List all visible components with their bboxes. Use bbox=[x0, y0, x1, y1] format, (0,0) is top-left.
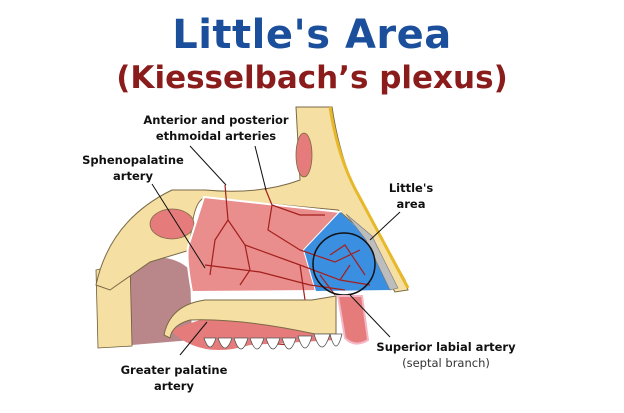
leader-lines bbox=[151, 145, 401, 356]
arteries bbox=[204, 184, 371, 346]
label-line: Little's bbox=[388, 181, 434, 195]
littles-area-region bbox=[304, 212, 392, 291]
ethmoidal-arteries-label: Anterior and posterior ethmoidal arterie… bbox=[143, 112, 288, 144]
hard-palate bbox=[163, 295, 337, 339]
littles-area-label: Little's area bbox=[389, 180, 433, 212]
label-line: ethmoidal arteries bbox=[155, 129, 277, 143]
label-line: Sphenopalatine bbox=[82, 153, 184, 167]
frontal-sinus bbox=[295, 132, 313, 178]
label-line: artery bbox=[154, 379, 194, 393]
label-line: Greater palatine bbox=[120, 363, 228, 377]
upper-lip bbox=[336, 295, 370, 345]
superior-labial-artery-label: Superior labial artery (septal branch) bbox=[376, 339, 515, 371]
greater-palatine-artery-label: Greater palatine artery bbox=[121, 362, 228, 394]
label-line: artery bbox=[113, 169, 153, 183]
label-line: Superior labial artery bbox=[376, 340, 516, 354]
subtitle: (Kiesselbach’s plexus) bbox=[116, 60, 508, 96]
sphenopalatine-artery-label: Sphenopalatine artery bbox=[82, 152, 184, 184]
label-line: area bbox=[396, 197, 426, 211]
nasal-dorsum-skin bbox=[328, 106, 410, 289]
title: Little's Area bbox=[172, 12, 452, 58]
label-line: Anterior and posterior bbox=[143, 113, 289, 127]
skull-bone bbox=[95, 106, 409, 293]
label-line: (septal branch) bbox=[402, 356, 490, 370]
teeth bbox=[203, 333, 343, 350]
sphenoid-sinus bbox=[149, 208, 195, 240]
